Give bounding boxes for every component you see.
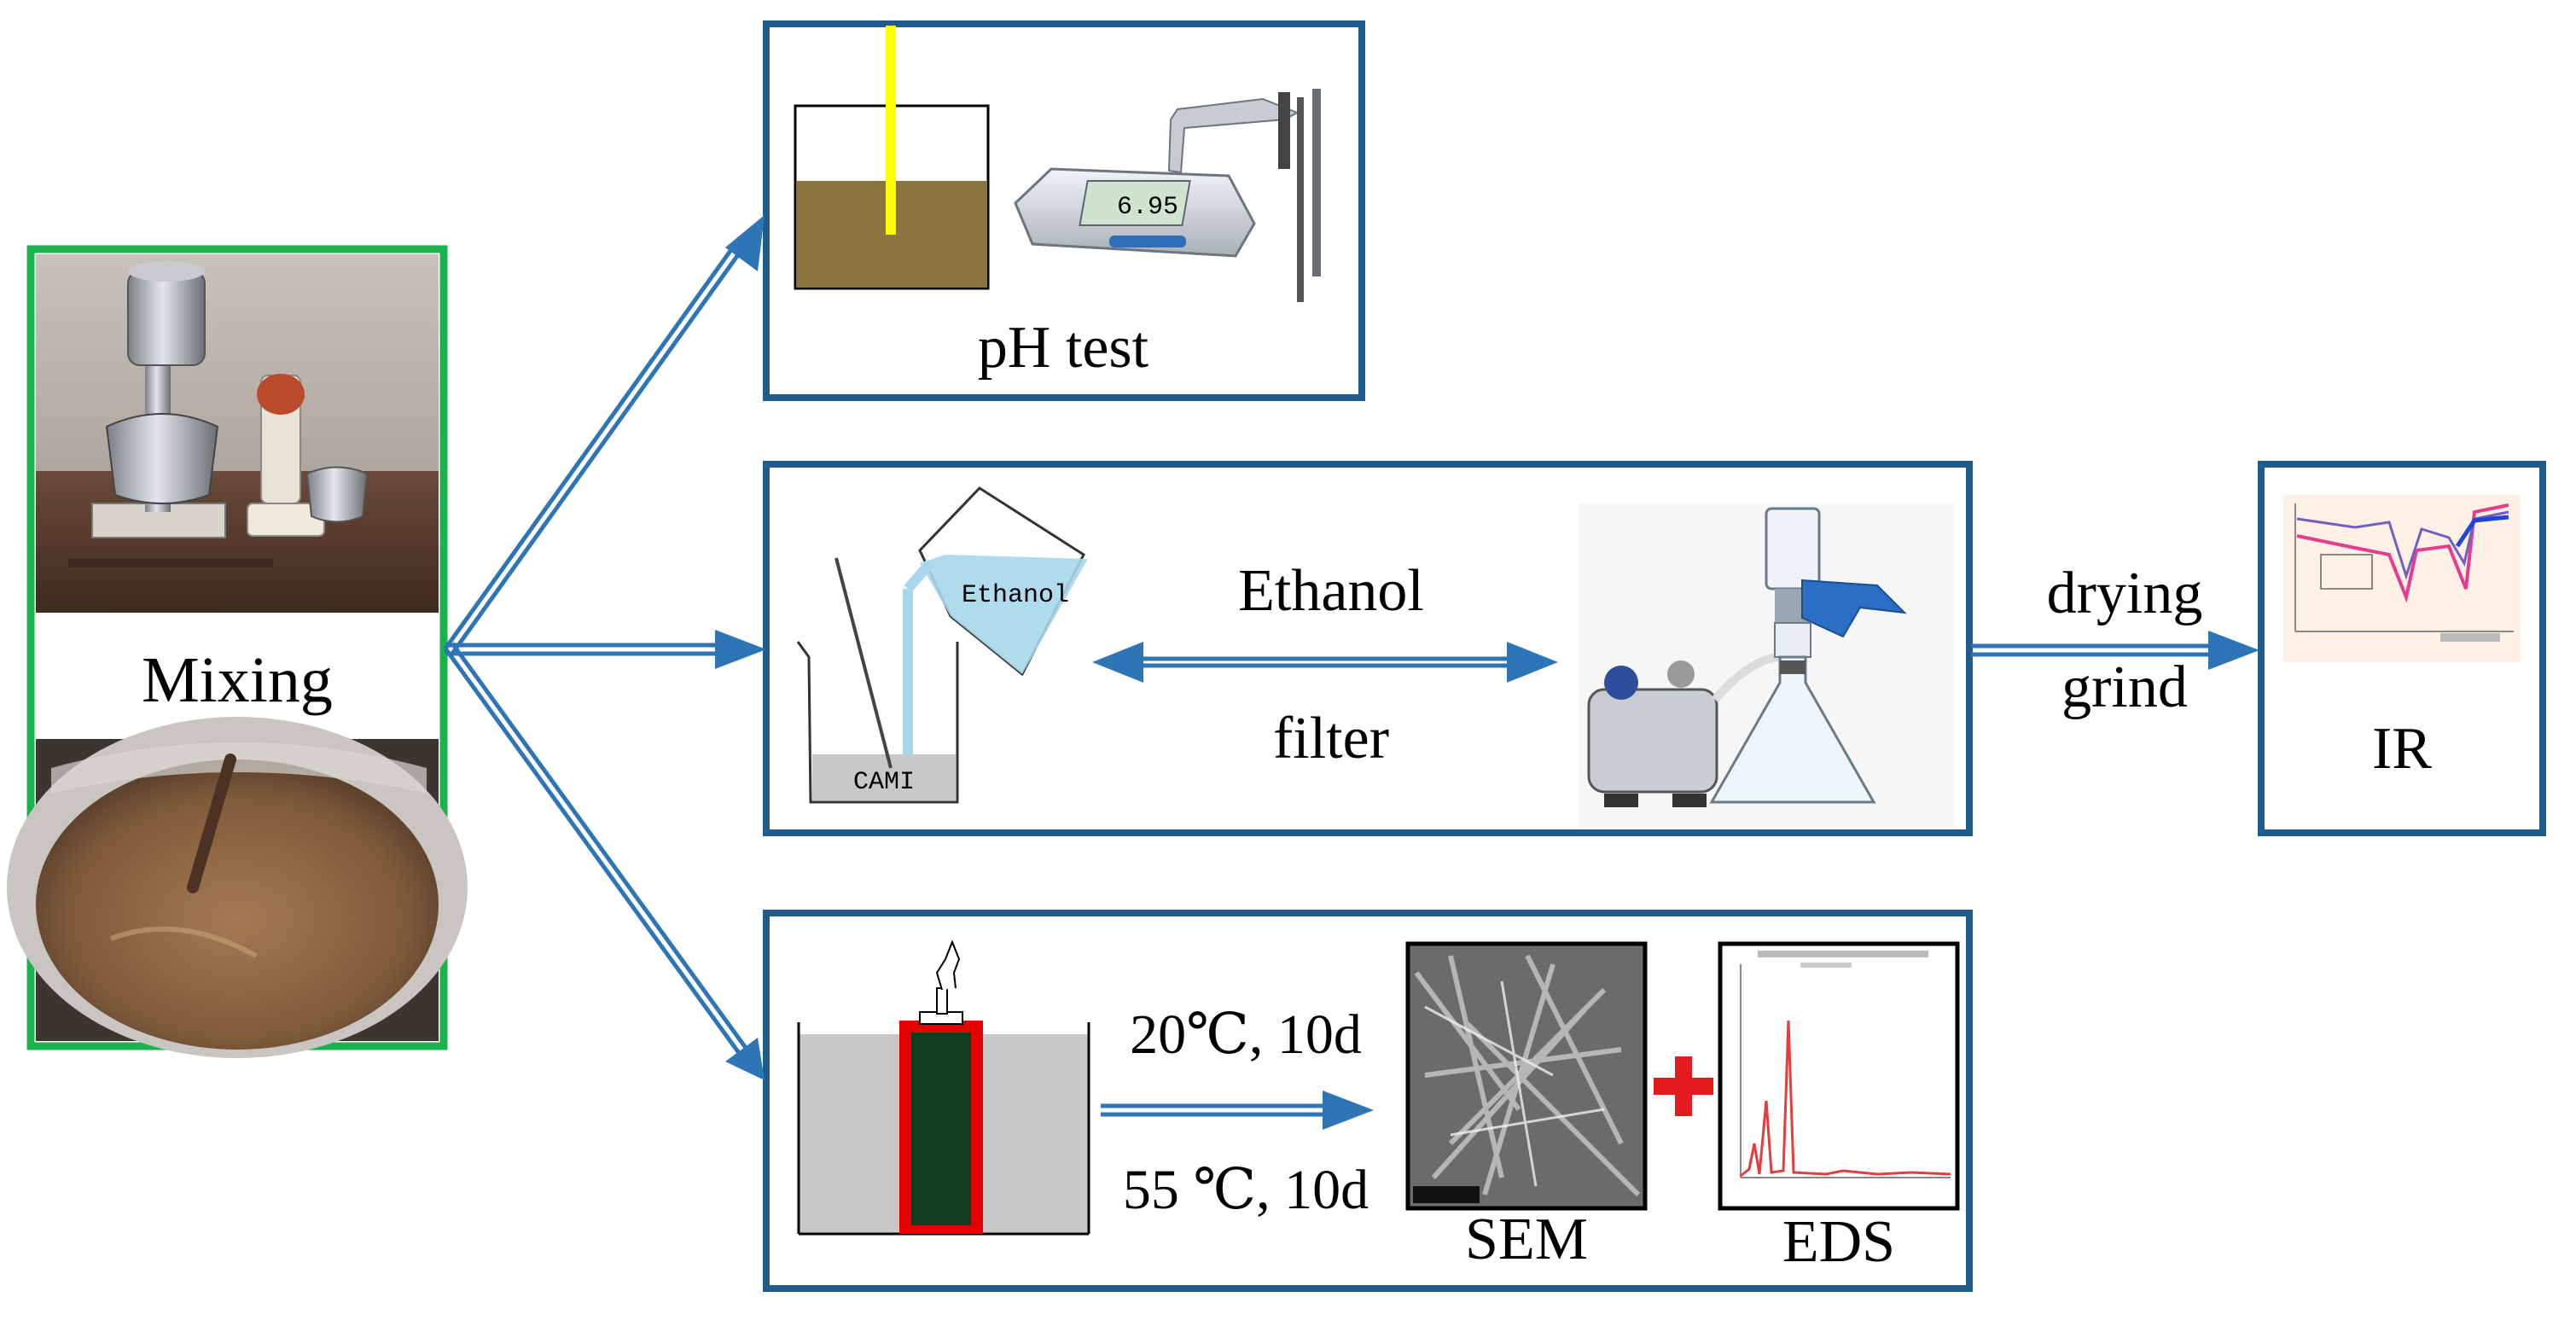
ph-meter-icon: 6.95 [1014,89,1321,302]
ph-test-box: 6.95 pH test [763,20,1365,401]
mixing-box: Mixing [7,245,468,1058]
filtration-line2: filter [1273,706,1389,771]
filtration-box: CAMI Ethanol Ethanol filter [763,461,1973,836]
ir-label: IR [2372,716,2432,782]
ir-box: IR [2258,461,2546,836]
arrow-to-ir [1971,631,2259,670]
ph-beaker [794,26,990,290]
mixer-photo [36,254,439,613]
double-arrow-icon [1092,642,1558,683]
flask-label: Ethanol [962,581,1069,610]
curing-box: 20℃, 10d 55 ℃, 10d SEM [763,910,1973,1292]
curing-line2: 55 ℃, 10d [1123,1159,1369,1221]
vacuum-filter-icon [1579,503,1954,828]
drying-line1: drying [2047,561,2203,626]
slurry-photo [7,717,468,1058]
beaker-label: CAMI [853,768,915,797]
arrow-to-curing [443,642,765,1080]
arrow-to-filtration [445,630,766,669]
plus-icon [1654,1056,1713,1116]
ph-probe [886,26,896,235]
filtration-line1: Ethanol [1238,558,1424,624]
meter-reading: 6.95 [1117,193,1178,222]
ir-spectrum-icon [2283,495,2521,662]
cami-beaker-icon: CAMI [796,557,959,804]
arrow-to-ph [443,215,765,655]
eds-spectrum [1718,941,1960,1211]
water-bath-icon [797,940,1090,1236]
ph-label: pH test [978,315,1149,381]
mixing-label: Mixing [142,644,333,716]
eds-label: EDS [1782,1209,1895,1275]
sem-label: SEM [1465,1207,1588,1272]
curing-line1: 20℃, 10d [1130,1004,1362,1066]
sem-image [1405,941,1648,1211]
ethanol-flask-icon: Ethanol [904,486,1088,677]
drying-line2: grind [2061,654,2188,720]
curing-arrow-icon [1101,1091,1374,1130]
